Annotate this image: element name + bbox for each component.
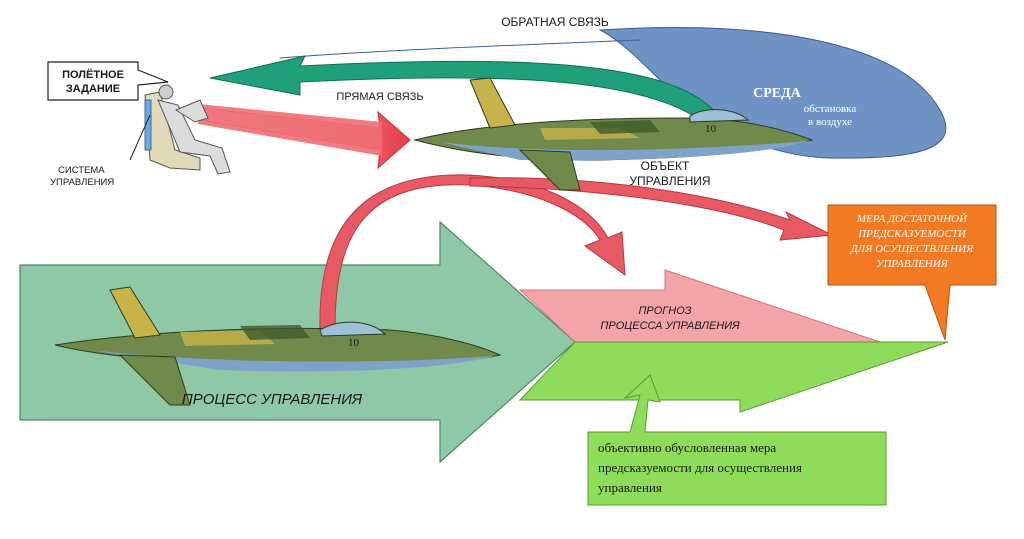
forecast-label-2: ПРОЦЕССА УПРАВЛЕНИЯ [600,320,740,332]
environment-title: СРЕДА [753,86,802,101]
measure-box [827,204,997,341]
measure-label-4: УПРАВЛЕНИЯ [876,258,949,270]
objective-label-2: предсказуемости для осуществления [598,460,802,475]
environment-sub-2: в воздухе [808,116,852,128]
flight-task-label-1: ПОЛЁТНОЕ [62,68,124,81]
environment-sub-1: обстановка [804,103,857,115]
control-system-label-1: СИСТЕМА [58,165,105,176]
forecast-arrow [518,269,881,343]
predictability-arrow [518,341,949,413]
objective-label-1: объективно обусловленная мера [598,440,776,455]
process-label: ПРОЦЕСС УПРАВЛЕНИЯ [182,391,363,408]
measure-label-3: ДЛЯ ОСУЩЕСТВЛЕНИЯ [850,243,974,255]
aircraft-process-illustration: 10 [54,286,502,406]
aircraft-top-illustration: 10 [413,77,814,191]
measure-label-1: МЕРА ДОСТАТОЧНОЙ [856,213,968,225]
direct-link-label: ПРЯМАЯ СВЯЗЬ [336,91,423,103]
measure-label-2: ПРЕДСКАЗУЕМОСТИ [857,228,967,240]
aircraft-process-number: 10 [348,337,360,349]
objective-box [587,374,887,506]
direct-link-fan [198,104,382,156]
curved-arrow-to-forecast [319,174,626,331]
object-label-2: УПРАВЛЕНИЯ [629,174,710,188]
pilot-figure [129,84,231,175]
feedback-arrow [209,55,721,121]
feedback-label: ОБРАТНАЯ СВЯЗЬ [501,15,609,29]
flight-task-label-2: ЗАДАНИЕ [66,83,120,95]
objective-label-3: управления [598,480,662,495]
flight-task-callout [47,61,169,101]
object-label-1: ОБЪЕКТ [641,159,690,173]
aircraft-top-number: 10 [705,123,717,135]
feedback-arrow-outline [279,39,641,59]
forecast-label-1: ПРОГНОЗ [638,305,691,317]
control-system-label-2: УПРАВЛЕНИЯ [50,177,114,188]
